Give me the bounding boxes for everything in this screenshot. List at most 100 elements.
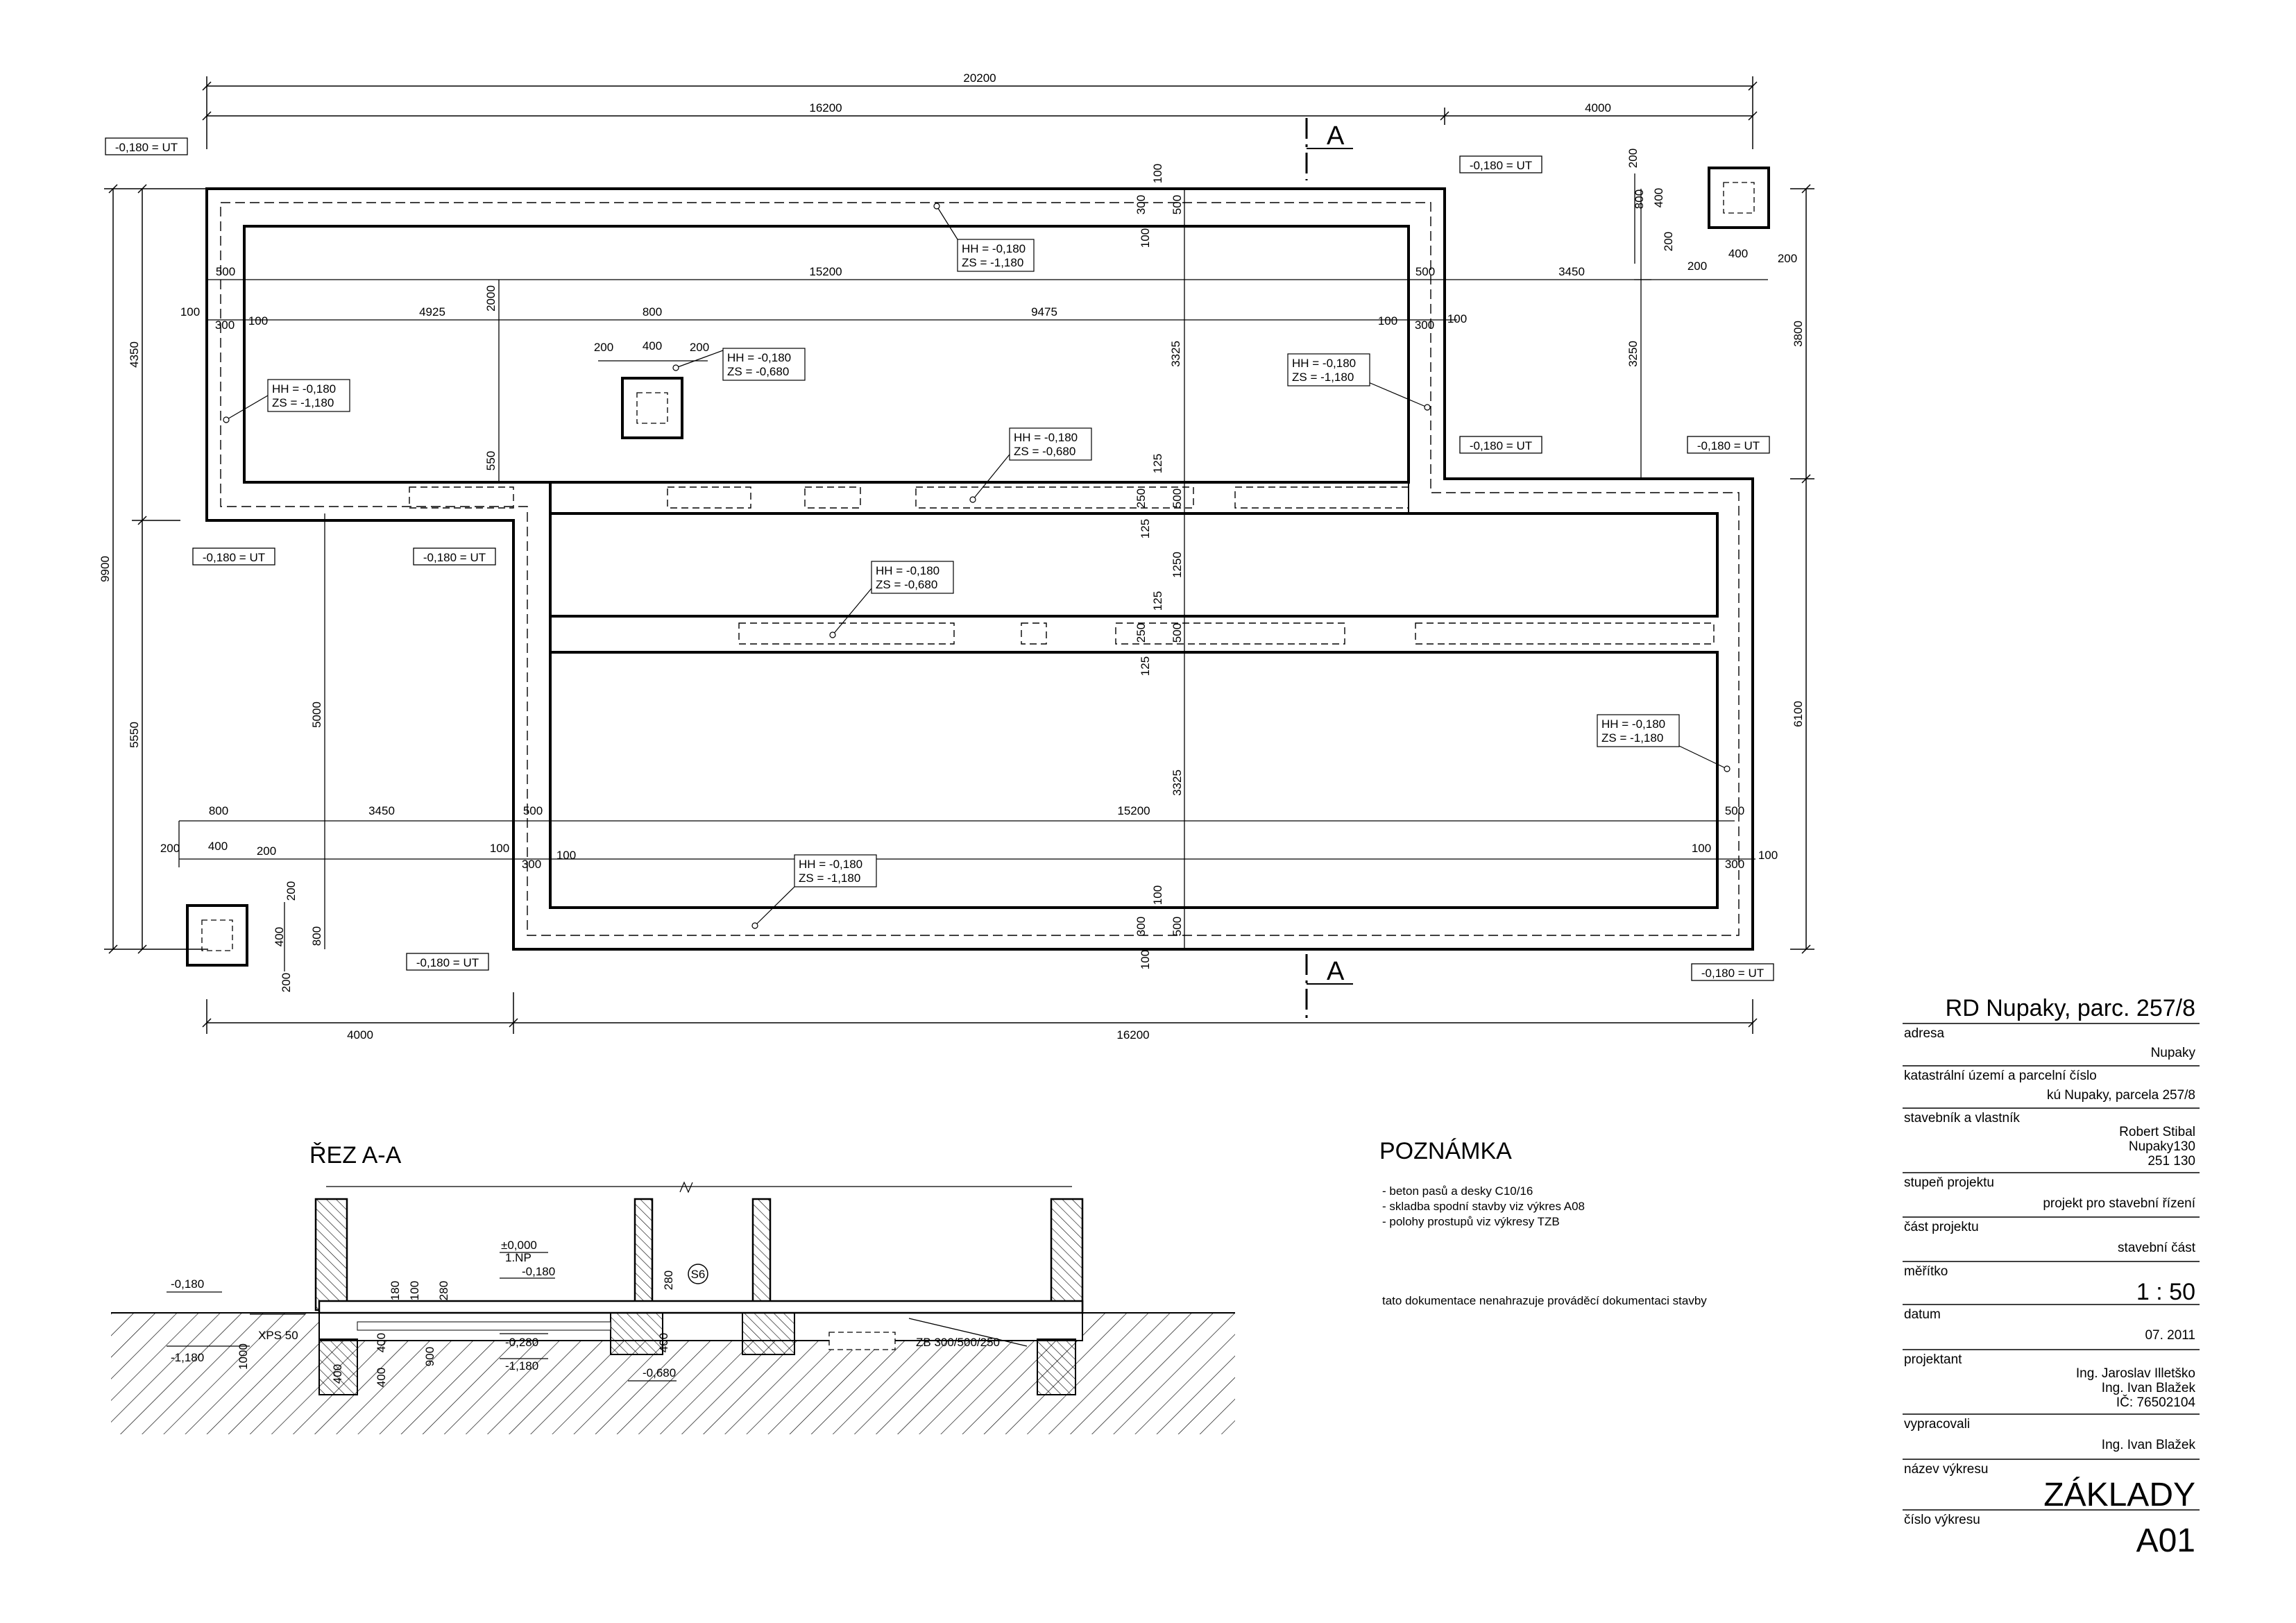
dim-left-total: 9900 <box>99 556 112 582</box>
section-foundations <box>318 1312 1083 1395</box>
svg-text:ZS = -0,680: ZS = -0,680 <box>1014 445 1075 458</box>
svg-text:-0,180: -0,180 <box>171 1277 204 1291</box>
svg-text:Ing. Jaroslav Illetško: Ing. Jaroslav Illetško <box>2076 1366 2195 1381</box>
svg-text:125: 125 <box>1151 454 1164 473</box>
pier-plan-bottom-left <box>186 904 248 967</box>
section-walls <box>314 1198 1084 1314</box>
svg-text:100: 100 <box>1139 950 1152 969</box>
bottom-dimensions <box>202 992 1758 1034</box>
svg-text:ZS = -1,180: ZS = -1,180 <box>962 256 1023 269</box>
svg-text:15200: 15200 <box>1117 804 1150 817</box>
svg-text:500: 500 <box>216 265 235 278</box>
svg-text:XPS 50: XPS 50 <box>258 1329 298 1342</box>
dim-bottom-left: 4000 <box>347 1028 373 1042</box>
drawing-number: A01 <box>2136 1522 2195 1559</box>
title-block: RD Nupaky, parc. 257/8 adresa katastráln… <box>1903 995 2200 1559</box>
pier-plan-top-right <box>1708 167 1770 229</box>
svg-text:300: 300 <box>522 858 541 871</box>
svg-text:Nupaky: Nupaky <box>2151 1046 2196 1060</box>
svg-text:100: 100 <box>1151 164 1164 183</box>
dim-right-lower: 6100 <box>1792 701 1805 727</box>
callout-labels: HH = -0,180 ZS = -1,180 HH = -0,180 ZS =… <box>272 242 1665 885</box>
section-title: ŘEZ A-A <box>309 1142 402 1169</box>
svg-text:číslo výkresu: číslo výkresu <box>1904 1513 1980 1527</box>
notes: POZNÁMKA - beton pasů a desky C10/16 - s… <box>1379 1138 1707 1307</box>
svg-text:200: 200 <box>284 881 298 901</box>
section-dimensions: 1000 400 400 400 900 180 100 280 280 400 <box>237 1271 675 1387</box>
svg-text:400: 400 <box>375 1368 388 1387</box>
svg-text:Ing. Ivan Blažek: Ing. Ivan Blažek <box>2102 1438 2196 1452</box>
svg-text:300: 300 <box>1134 917 1148 936</box>
svg-text:400: 400 <box>1728 247 1748 260</box>
svg-text:500: 500 <box>1171 917 1184 936</box>
svg-text:datum: datum <box>1904 1307 1941 1322</box>
svg-text:100: 100 <box>408 1281 421 1300</box>
elevation-callouts <box>223 203 1730 929</box>
svg-text:HH = -0,180: HH = -0,180 <box>1014 431 1078 444</box>
svg-text:stavební část: stavební část <box>2118 1241 2196 1255</box>
strip-footings <box>409 486 1715 645</box>
note-disclaimer: tato dokumentace nenahrazuje prováděcí d… <box>1382 1294 1707 1307</box>
svg-text:ZS = -0,680: ZS = -0,680 <box>727 365 789 378</box>
svg-text:část projektu: část projektu <box>1904 1220 1979 1234</box>
svg-text:HH = -0,180: HH = -0,180 <box>876 564 939 577</box>
svg-text:-0,680: -0,680 <box>643 1366 676 1379</box>
svg-text:200: 200 <box>690 341 709 354</box>
svg-text:3450: 3450 <box>1558 265 1585 278</box>
svg-text:ZS = -1,180: ZS = -1,180 <box>1292 371 1354 384</box>
svg-text:500: 500 <box>1171 195 1184 214</box>
svg-text:900: 900 <box>423 1347 436 1366</box>
svg-text:ZS = -1,180: ZS = -1,180 <box>272 396 334 409</box>
svg-text:300: 300 <box>215 318 235 332</box>
top-dimensions <box>202 76 1758 149</box>
svg-text:800: 800 <box>209 804 228 817</box>
right-dimensions <box>1790 184 1814 954</box>
svg-text:5000: 5000 <box>310 702 323 728</box>
svg-text:HH = -0,180: HH = -0,180 <box>799 858 862 871</box>
svg-text:3450: 3450 <box>368 804 395 817</box>
dim-left-upper: 4350 <box>128 341 141 368</box>
svg-text:-0,180 = UT: -0,180 = UT <box>416 956 479 969</box>
svg-text:-0,180 = UT: -0,180 = UT <box>1697 439 1760 452</box>
svg-text:HH = -0,180: HH = -0,180 <box>1292 357 1356 370</box>
footing-dashed-outline <box>220 202 1740 936</box>
section-level-markers <box>167 1252 1028 1382</box>
dim-right-upper: 3800 <box>1792 321 1805 347</box>
svg-text:1000: 1000 <box>237 1343 250 1370</box>
svg-text:1250: 1250 <box>1171 552 1184 578</box>
svg-text:200: 200 <box>280 973 293 992</box>
inner-dimension-labels: 500 15200 500 3450 100 300 100 4925 800 … <box>160 247 1797 871</box>
svg-text:4925: 4925 <box>419 305 445 318</box>
svg-text:100: 100 <box>1378 314 1397 328</box>
svg-text:HH = -0,180: HH = -0,180 <box>962 242 1026 255</box>
svg-text:projektant: projektant <box>1904 1352 1962 1367</box>
svg-text:-0,180 = UT: -0,180 = UT <box>1470 439 1532 452</box>
svg-text:125: 125 <box>1139 656 1152 676</box>
svg-text:100: 100 <box>1447 312 1467 325</box>
svg-text:stavebník a vlastník: stavebník a vlastník <box>1904 1111 2020 1125</box>
svg-text:stupeň projektu: stupeň projektu <box>1904 1175 1994 1190</box>
svg-text:500: 500 <box>1725 804 1744 817</box>
svg-text:100: 100 <box>1758 849 1778 862</box>
svg-text:400: 400 <box>657 1333 670 1352</box>
svg-text:280: 280 <box>437 1281 450 1300</box>
svg-text:9475: 9475 <box>1031 305 1057 318</box>
svg-text:200: 200 <box>1778 252 1797 265</box>
svg-text:300: 300 <box>1725 858 1744 871</box>
svg-text:07. 2011: 07. 2011 <box>2145 1328 2195 1343</box>
svg-text:3325: 3325 <box>1171 770 1184 796</box>
title-block-values: Nupaky kú Nupaky, parcela 257/8 Robert S… <box>2043 1046 2195 1559</box>
svg-text:-1,180: -1,180 <box>505 1359 538 1373</box>
drawing-name: ZÁKLADY <box>2043 1477 2195 1513</box>
svg-text:250: 250 <box>1134 488 1148 508</box>
svg-text:A: A <box>1327 121 1345 151</box>
svg-text:550: 550 <box>484 451 498 470</box>
svg-text:HH = -0,180: HH = -0,180 <box>1601 717 1665 731</box>
level-tags: -0,180 = UT -0,180 = UT -0,180 = UT -0,1… <box>105 137 1774 981</box>
note-line: - beton pasů a desky C10/16 <box>1382 1184 1533 1198</box>
svg-text:ZB 300/500/250: ZB 300/500/250 <box>916 1336 1000 1349</box>
svg-text:±0,000: ±0,000 <box>501 1239 537 1252</box>
svg-text:300: 300 <box>1134 195 1148 214</box>
svg-text:IČ: 76502104: IČ: 76502104 <box>2116 1395 2196 1410</box>
dim-top-right: 4000 <box>1585 101 1611 114</box>
